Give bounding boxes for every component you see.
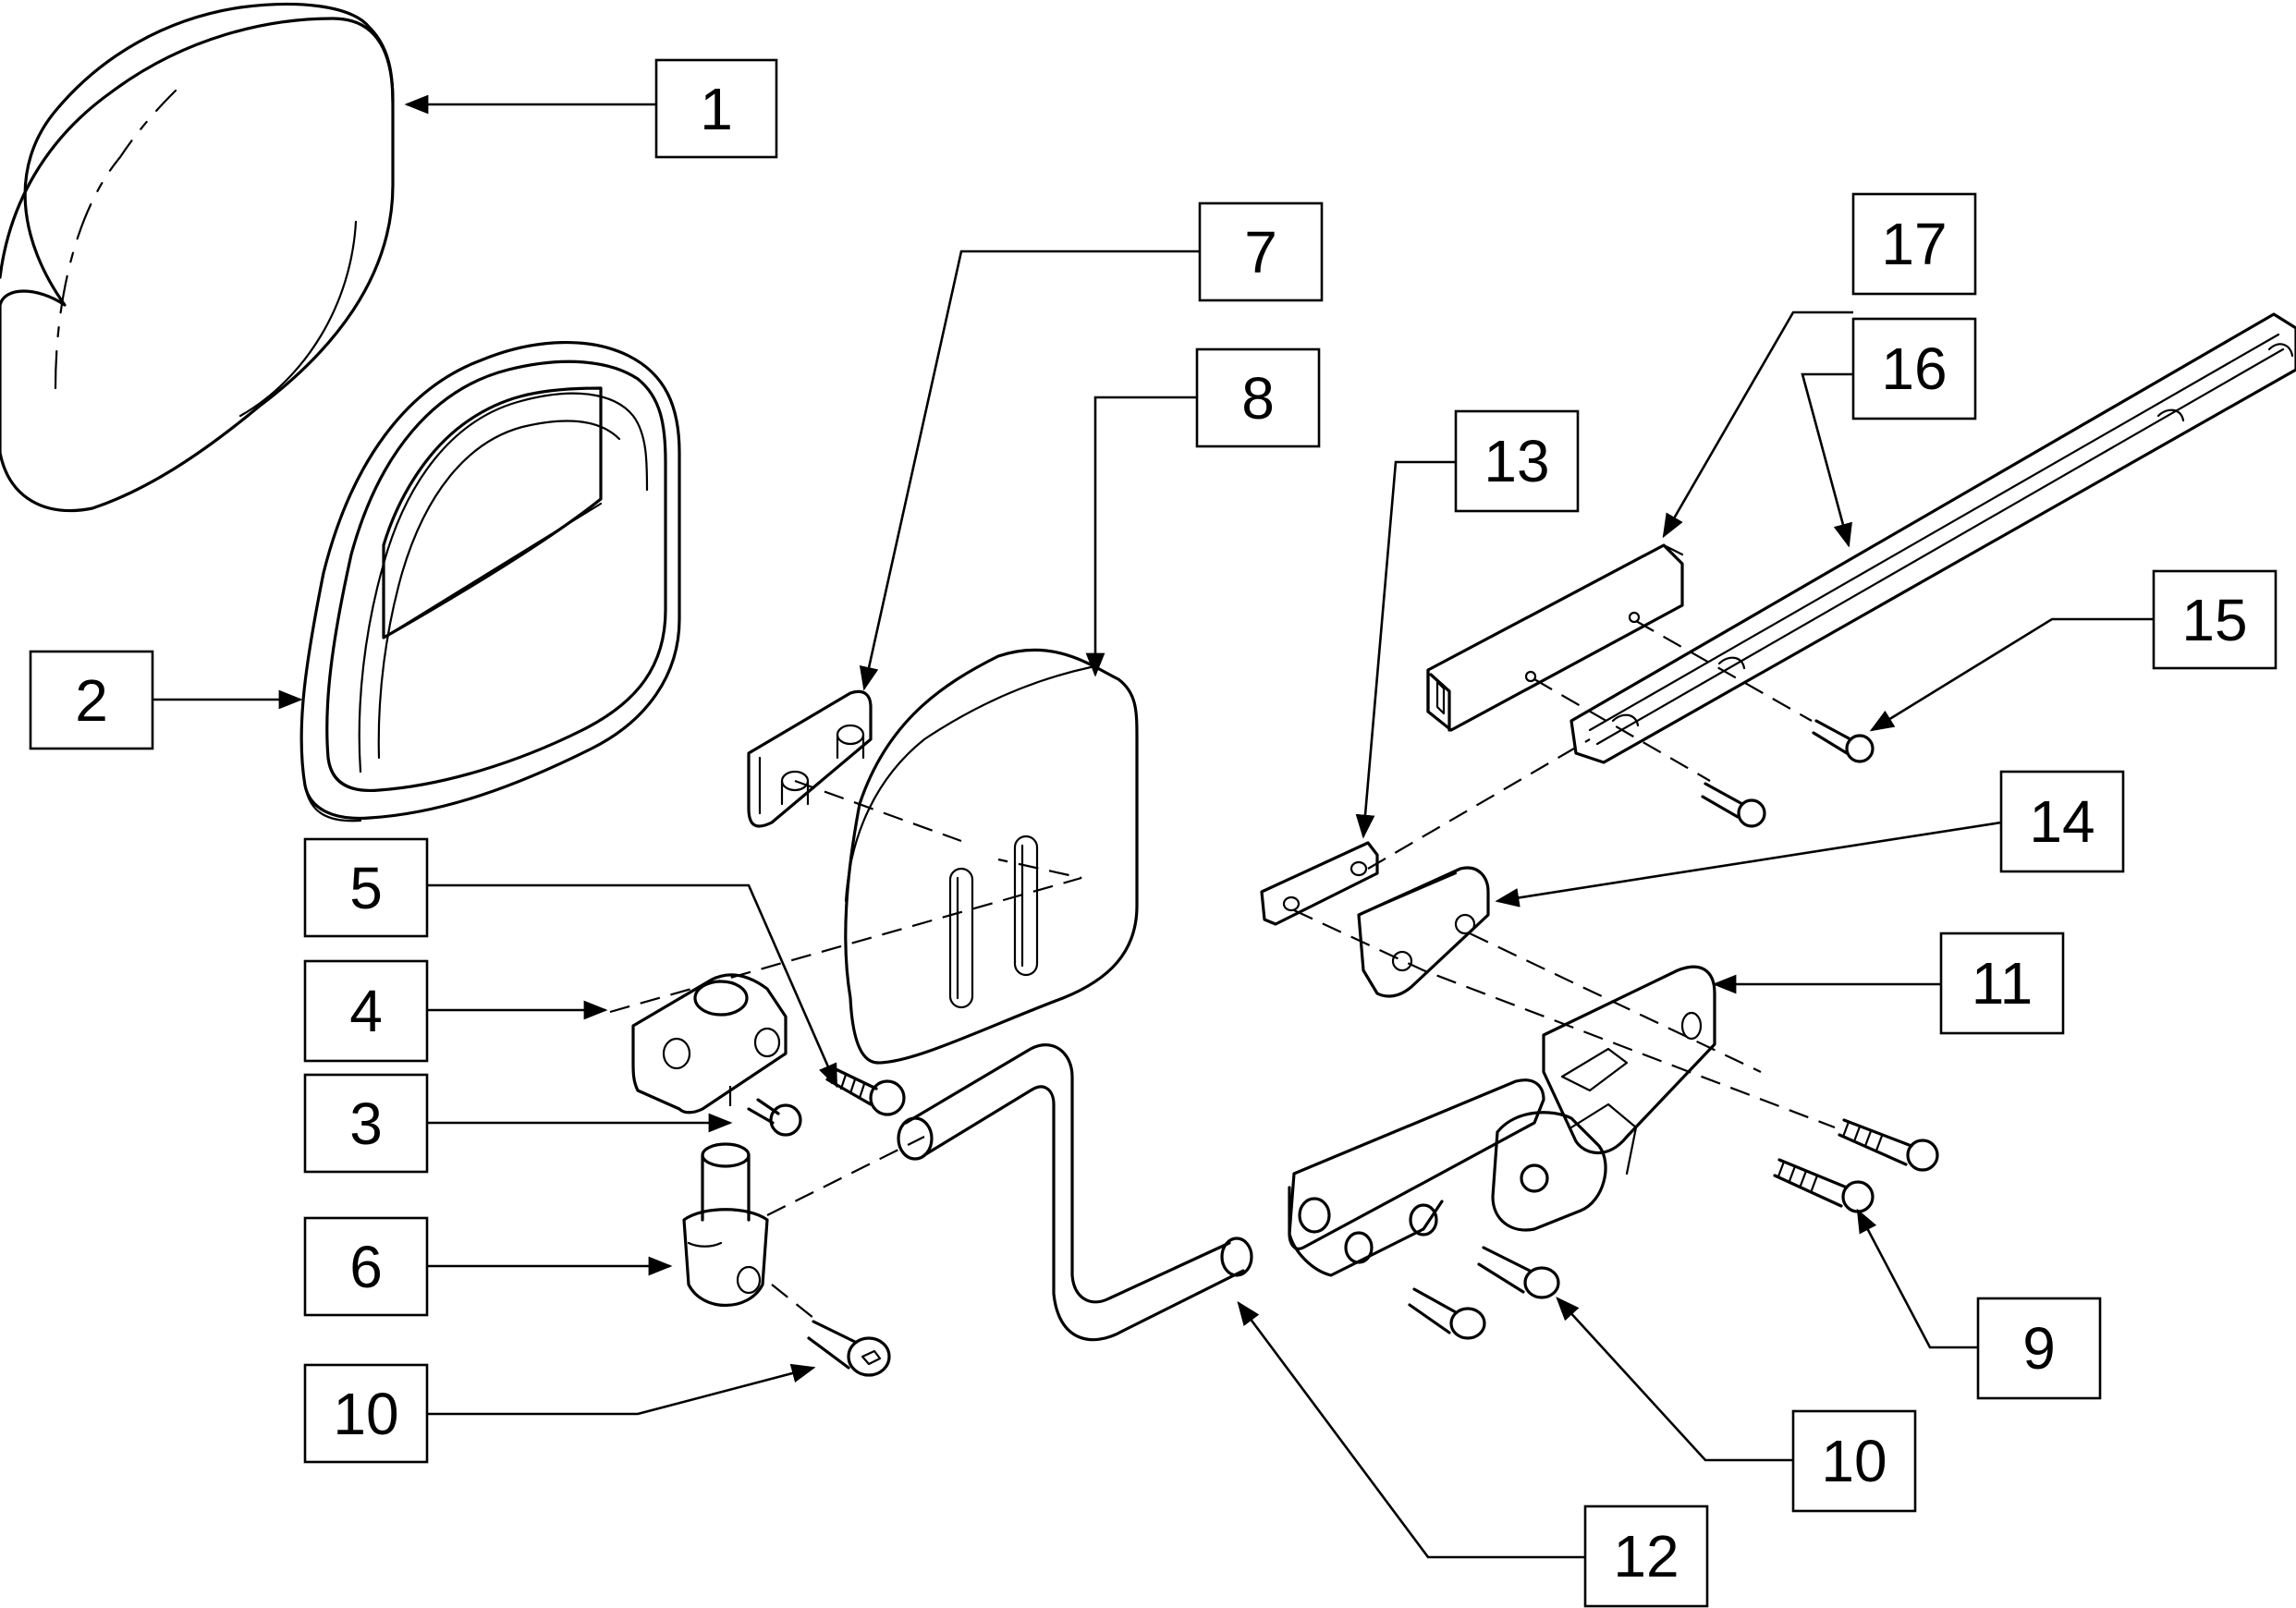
callout-14: 14 — [1999, 770, 2125, 873]
callout-15-label: 15 — [2181, 587, 2247, 653]
callout-1: 1 — [654, 58, 778, 159]
part-5-screw — [825, 1066, 906, 1116]
callout-4: 4 — [303, 959, 429, 1063]
callout-9-label: 9 — [2022, 1315, 2056, 1382]
part-8-back-pad — [844, 648, 1139, 1065]
part-9-bolts — [1773, 1118, 1939, 1213]
part-10-screws-middle — [1408, 1246, 1560, 1340]
callout-16-label: 16 — [1881, 335, 1947, 402]
part-7-mounting-plate — [747, 689, 873, 828]
callout-12: 12 — [1583, 1504, 1709, 1608]
assembly-lines — [609, 620, 1836, 1322]
part-14-adapter-block — [1357, 866, 1490, 998]
callout-3-label: 3 — [349, 1090, 383, 1157]
callout-10-middle-label: 10 — [1821, 1428, 1887, 1494]
callout-9: 9 — [1976, 1297, 2102, 1400]
callout-8-label: 8 — [1241, 365, 1275, 432]
callout-14-label: 14 — [2029, 788, 2094, 855]
callout-5: 5 — [303, 837, 429, 938]
part-10-screw-left — [807, 1320, 891, 1377]
part-13-small-bar — [1260, 841, 1379, 926]
callout-11-label: 11 — [1972, 950, 2033, 1017]
callout-3: 3 — [303, 1073, 429, 1174]
callout-17: 17 — [1851, 192, 1977, 296]
callout-8: 8 — [1195, 347, 1321, 448]
callout-5-label: 5 — [349, 855, 383, 921]
callout-13: 13 — [1454, 409, 1580, 513]
callout-10-left-label: 10 — [333, 1381, 398, 1447]
part-2-cushion-frame — [299, 341, 681, 822]
part-12-bent-rod — [897, 1043, 1253, 1342]
callout-2: 2 — [29, 650, 154, 750]
callout-10-middle: 10 — [1791, 1409, 1917, 1513]
callout-7-label: 7 — [1244, 219, 1277, 286]
callout-7: 7 — [1198, 201, 1324, 302]
callout-10-left: 10 — [303, 1363, 429, 1464]
part-6-post-clamp — [682, 1142, 769, 1307]
part-11-hinge-assembly — [1288, 965, 1716, 1277]
callout-11: 11 — [1939, 932, 2065, 1035]
part-4-clamp-block — [631, 973, 788, 1115]
callout-6-label: 6 — [349, 1234, 383, 1300]
leader-lines — [153, 94, 2154, 1559]
part-16-channel — [1569, 312, 2296, 764]
part-17-square-tube — [1426, 543, 1684, 732]
callout-17-label: 17 — [1881, 211, 1947, 277]
channel-screw — [1701, 782, 1766, 828]
part-1-cushion-pad — [0, 2, 395, 513]
callout-4-label: 4 — [349, 978, 383, 1044]
part-3-screw — [747, 1098, 802, 1137]
callout-12-label: 12 — [1613, 1523, 1679, 1590]
callout-16: 16 — [1851, 317, 1977, 420]
callout-2-label: 2 — [75, 667, 108, 734]
callout-15: 15 — [2152, 569, 2278, 670]
callout-6: 6 — [303, 1216, 429, 1317]
callout-1-label: 1 — [700, 76, 733, 142]
callout-13-label: 13 — [1484, 428, 1549, 494]
part-15-screw — [1812, 719, 1875, 763]
